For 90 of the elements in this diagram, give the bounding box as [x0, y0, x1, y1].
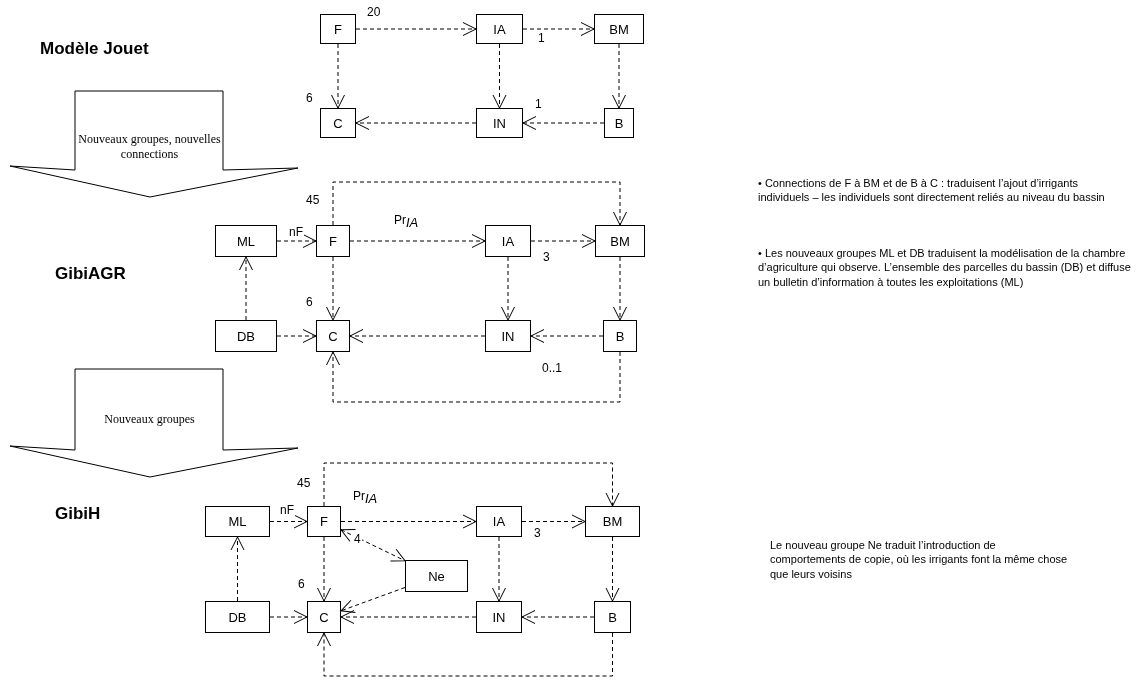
dashed-arrow — [355, 116, 477, 130]
dashed-arrow — [349, 329, 486, 343]
group-name: B — [614, 115, 624, 131]
group-box — [320, 108, 356, 138]
block-arrow — [8, 90, 300, 198]
dashed-arrow — [332, 181, 627, 226]
dashed-arrow — [340, 587, 406, 613]
group-name: IA — [501, 233, 515, 249]
group-box — [476, 506, 522, 537]
group-name: F — [320, 514, 328, 529]
group-name: IN — [492, 609, 506, 625]
dashed-arrow — [521, 610, 595, 624]
group-name: B — [615, 328, 625, 344]
group-box — [585, 506, 640, 537]
arrow-caption: Nouveaux groupes — [103, 412, 196, 427]
dashed-arrow — [340, 514, 477, 529]
dashed-arrow — [331, 43, 345, 109]
dashed-arrow — [530, 329, 604, 343]
dashed-arrow — [317, 536, 331, 602]
group-box — [307, 506, 341, 537]
group-name: IA — [493, 21, 506, 37]
group-name: C — [319, 609, 329, 625]
note-text: • Les nouveaux groupes ML et DB traduisent la modélisation de la chambre d’agriculture qui observe. L’ensemble des parcelles du bassin (DB) et diffuse un bulletin d’information à toutes les exploitations (ML) — [758, 246, 1132, 289]
dashed-arrow — [492, 43, 507, 109]
dashed-arrow — [605, 536, 620, 602]
group-box — [485, 320, 531, 352]
note-text: Le nouveau groupe Ne traduit l’introduction de comportements de copie, où les irrigants font la même chose que leurs voisins — [770, 538, 1069, 581]
group-name: IA — [492, 514, 506, 529]
dashed-arrow — [612, 43, 626, 109]
model-title: GibiH — [55, 503, 101, 525]
group-name: BM — [602, 514, 623, 529]
group-box — [476, 108, 523, 138]
group-name: F — [329, 233, 337, 249]
group-box — [215, 320, 277, 352]
dashed-arrow — [349, 234, 486, 248]
dashed-arrow — [340, 610, 477, 624]
block-arrow — [8, 368, 300, 478]
group-name: DB — [228, 609, 247, 625]
group-box — [603, 320, 637, 352]
dashed-arrow — [230, 536, 245, 602]
group-name: B — [608, 609, 617, 625]
dashed-arrow — [269, 514, 308, 529]
dashed-arrow — [276, 234, 317, 248]
group-name: DB — [236, 328, 256, 344]
group-name: C — [333, 115, 343, 131]
group-name: IN — [501, 328, 515, 344]
group-box — [405, 560, 468, 592]
dashed-arrow — [355, 22, 477, 36]
group-box — [316, 320, 350, 352]
dashed-arrow — [530, 234, 596, 248]
group-box — [594, 14, 644, 44]
group-name: IN — [493, 115, 506, 131]
group-name: BM — [609, 21, 629, 37]
group-name: Ne — [428, 568, 445, 584]
model-title: GibiAGR — [55, 263, 126, 285]
group-name: F — [334, 21, 342, 37]
dashed-arrow — [522, 116, 605, 130]
group-box — [215, 225, 277, 257]
dashed-arrow — [269, 610, 308, 624]
dashed-arrow — [522, 22, 595, 36]
dashed-arrow — [326, 351, 621, 403]
group-box — [594, 601, 631, 633]
arrow-caption: Nouveaux groupes, nouvelles connections — [77, 132, 222, 162]
group-name: C — [328, 328, 338, 344]
note-text: • Connections de F à BM et de B à C : traduisent l’ajout d’irrigants individuels – les individuels sont directement reliés au niveau du bassin — [758, 176, 1106, 205]
model-title: Modèle Jouet — [40, 38, 149, 60]
dashed-arrow — [276, 329, 317, 343]
dashed-arrow — [239, 256, 253, 321]
group-box — [476, 14, 523, 44]
dashed-arrow — [326, 256, 340, 321]
group-box — [205, 506, 270, 537]
dashed-arrow — [317, 632, 613, 677]
dashed-arrow — [492, 536, 506, 602]
group-name: ML — [236, 233, 256, 249]
dashed-arrow — [501, 256, 515, 321]
dashed-arrow — [521, 514, 586, 529]
group-box — [485, 225, 531, 257]
dashed-arrow — [340, 529, 406, 562]
group-name: ML — [228, 514, 247, 529]
group-box — [205, 601, 270, 633]
group-box — [476, 601, 522, 633]
group-box — [316, 225, 350, 257]
edge-label: nF — [279, 504, 295, 518]
group-box — [307, 601, 341, 633]
dashed-arrow — [613, 256, 627, 321]
dashed-arrow — [323, 462, 620, 507]
group-box — [595, 225, 645, 257]
group-name: BM — [610, 233, 630, 249]
group-box — [320, 14, 356, 44]
group-box — [604, 108, 634, 138]
